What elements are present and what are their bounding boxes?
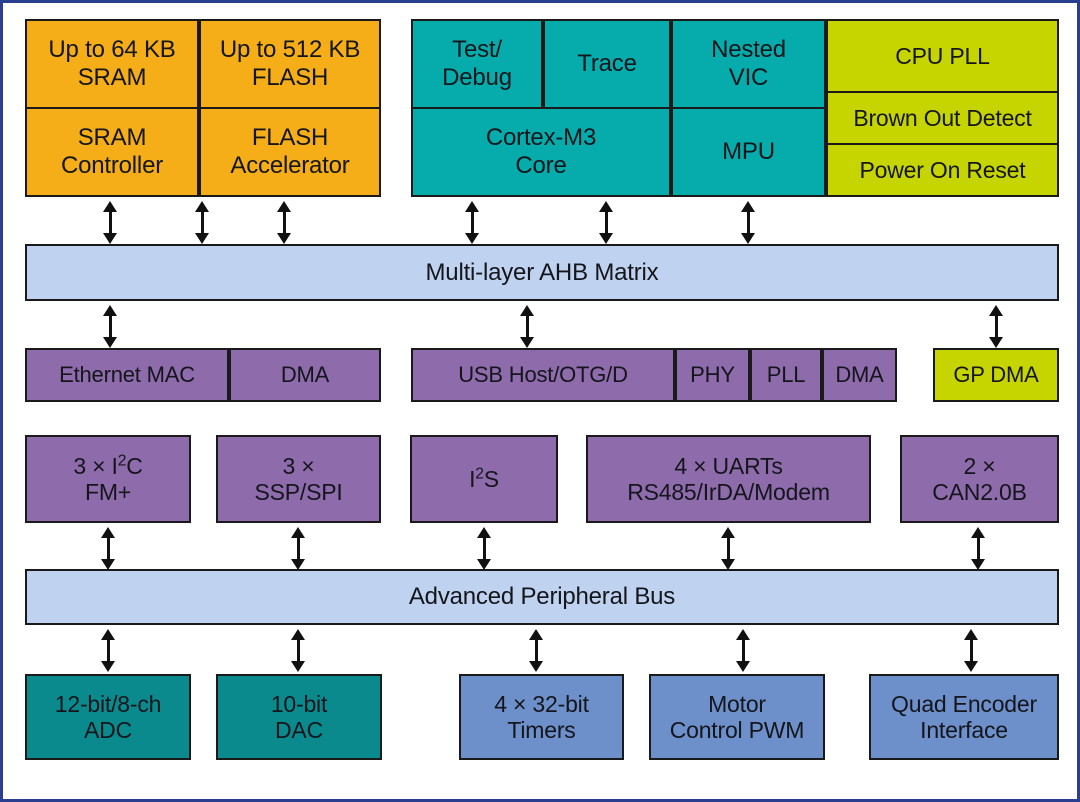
arrow-ssp-to-apb [291, 527, 305, 570]
arrow-apb-to-adc [101, 629, 115, 672]
arrow-ahb-to-usb [520, 305, 534, 348]
block-adc[interactable]: 12-bit/8-ch ADC [25, 674, 191, 760]
arrow-ahb-to-gp-dma [989, 305, 1003, 348]
block-quad-encoder-interface[interactable]: Quad Encoder Interface [869, 674, 1059, 760]
arrow-apb-to-encoder [964, 629, 978, 672]
block-timers[interactable]: 4 × 32-bit Timers [459, 674, 624, 760]
block-sram-controller[interactable]: SRAM Controller [25, 107, 199, 197]
block-nested-vic[interactable]: Nested VIC [671, 19, 826, 109]
block-multi-layer-ahb-matrix[interactable]: Multi-layer AHB Matrix [25, 244, 1059, 301]
block-flash-accelerator[interactable]: FLASH Accelerator [199, 107, 381, 197]
block-sram[interactable]: Up to 64 KB SRAM [25, 19, 199, 109]
block-cortex-m3-core[interactable]: Cortex-M3 Core [411, 107, 671, 197]
block-usb-pll[interactable]: PLL [750, 348, 822, 402]
arrow-can-to-apb [971, 527, 985, 570]
block-ethernet-dma[interactable]: DMA [229, 348, 381, 402]
arrow-core-to-ahb [599, 201, 613, 244]
block-flash[interactable]: Up to 512 KB FLASH [199, 19, 381, 109]
block-motor-control-pwm[interactable]: Motor Control PWM [649, 674, 825, 760]
arrow-flash-to-ahb [277, 201, 291, 244]
diagram-canvas: Up to 64 KB SRAM Up to 512 KB FLASH SRAM… [3, 3, 1077, 799]
block-trace[interactable]: Trace [543, 19, 671, 109]
block-dac[interactable]: 10-bit DAC [216, 674, 382, 760]
block-usb-phy[interactable]: PHY [675, 348, 750, 402]
arrow-sram-to-ahb [103, 201, 117, 244]
block-i2s[interactable]: I2S [410, 435, 558, 523]
block-brown-out-detect[interactable]: Brown Out Detect [826, 91, 1059, 145]
arrow-memctrl-to-ahb [195, 201, 209, 244]
arrow-ahb-to-ethernet [103, 305, 117, 348]
arrow-i2s-to-apb [477, 527, 491, 570]
arrow-i2c-to-apb [101, 527, 115, 570]
arrow-apb-to-timers [529, 629, 543, 672]
block-mpu[interactable]: MPU [671, 107, 826, 197]
block-can-label: 2 ×CAN2.0B [932, 452, 1027, 505]
arrow-mpu-to-ahb [741, 201, 755, 244]
arrow-apb-to-pwm [736, 629, 750, 672]
block-ssp-spi-label: 3 ×SSP/SPI [254, 452, 343, 505]
block-cpu-pll[interactable]: CPU PLL [826, 19, 1059, 93]
block-ssp-spi[interactable]: 3 ×SSP/SPI [216, 435, 381, 523]
block-usb-host-otg-device[interactable]: USB Host/OTG/D [411, 348, 675, 402]
arrow-debug-to-ahb [465, 201, 479, 244]
block-power-on-reset[interactable]: Power On Reset [826, 143, 1059, 197]
arrow-uarts-to-apb [721, 527, 735, 570]
block-usb-dma[interactable]: DMA [822, 348, 897, 402]
arrow-apb-to-dac [291, 629, 305, 672]
block-can[interactable]: 2 ×CAN2.0B [900, 435, 1059, 523]
block-i2s-label: I2S [469, 465, 499, 492]
block-test-debug[interactable]: Test/ Debug [411, 19, 543, 109]
block-gp-dma[interactable]: GP DMA [933, 348, 1059, 402]
block-advanced-peripheral-bus[interactable]: Advanced Peripheral Bus [25, 569, 1059, 625]
block-ethernet-mac[interactable]: Ethernet MAC [25, 348, 229, 402]
